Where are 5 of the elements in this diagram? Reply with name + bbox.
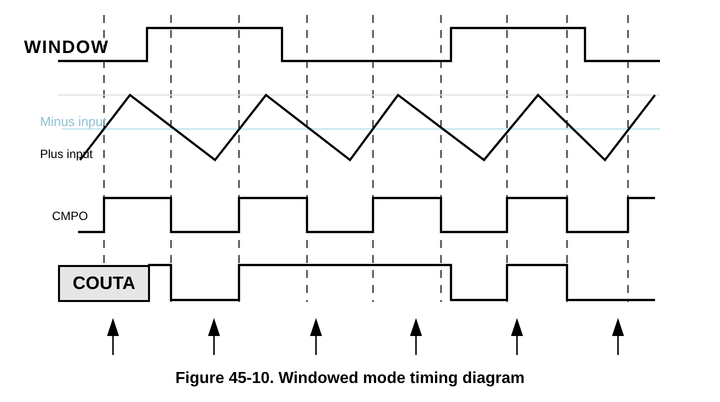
signal-label: Minus input (40, 115, 106, 128)
figure-caption: Figure 45-10. Windowed mode timing diagram (174, 371, 526, 387)
signal-label: CMPO (52, 210, 88, 222)
signal-box: COUTA (58, 265, 150, 302)
signal-label: WINDOW (24, 38, 109, 56)
